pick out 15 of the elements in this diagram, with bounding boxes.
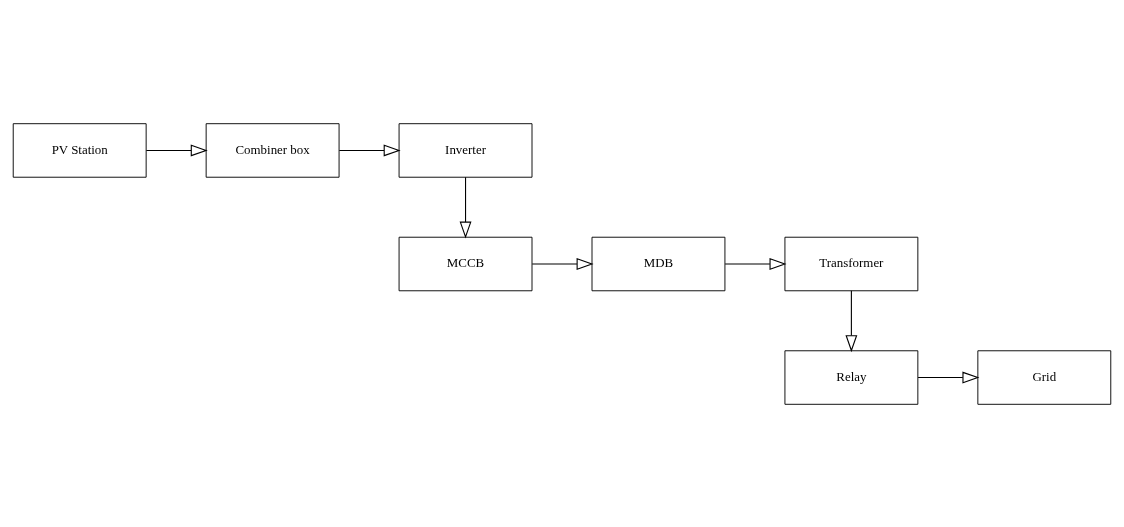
node-box: Inverter xyxy=(398,122,533,178)
arrow xyxy=(724,257,787,270)
node-box: Combiner box xyxy=(205,122,340,178)
node-box: PV Station xyxy=(12,122,147,178)
arrow xyxy=(145,144,208,156)
node-box: Relay xyxy=(784,349,919,405)
arrow xyxy=(845,289,858,352)
node-box: MDB xyxy=(591,236,726,291)
arrow xyxy=(338,144,401,156)
arrow xyxy=(459,176,472,239)
node-box: Grid xyxy=(977,349,1112,405)
node-box: MCCB xyxy=(398,236,533,291)
arrow xyxy=(531,257,594,270)
node-box: Transformer xyxy=(784,236,919,291)
arrow xyxy=(917,371,980,383)
